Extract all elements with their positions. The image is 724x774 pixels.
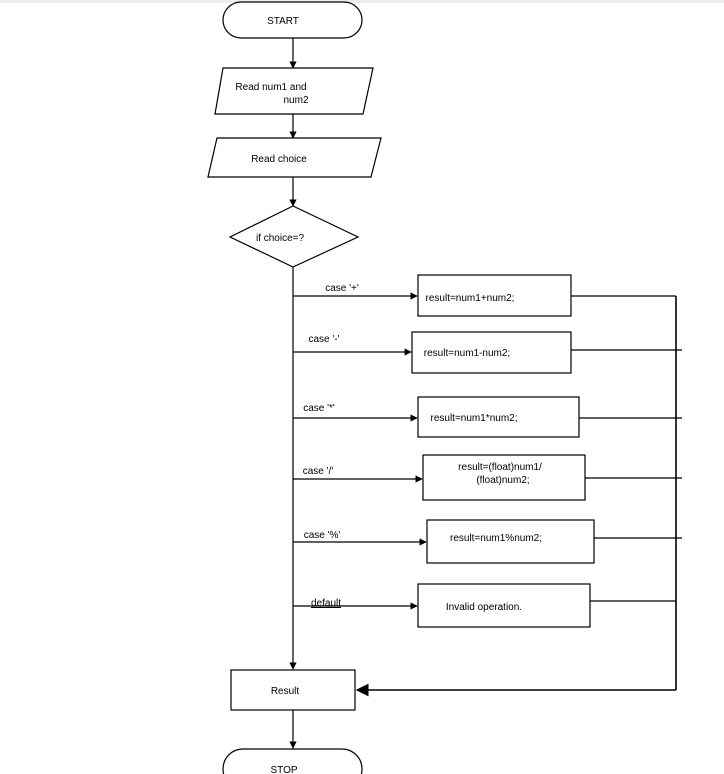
result-divide-line-1: result=(float)num1/	[458, 462, 542, 473]
result-modulo-label: result=num1%num2;	[450, 533, 542, 544]
case-modulo-label: case '%'	[304, 530, 341, 541]
case-minus-label: case '-'	[308, 334, 339, 345]
result-divide-line-2: (float)num2;	[476, 475, 529, 486]
result-multiply-label: result=num1*num2;	[431, 413, 518, 424]
decision-label: if choice=?	[256, 233, 305, 244]
result-box: Result	[230, 669, 356, 711]
invalid-operation-label: Invalid operation.	[446, 602, 522, 613]
case-multiply-label: case '*'	[303, 403, 335, 414]
start-label: START	[267, 16, 299, 27]
read-nums-line-1: Read num1 and	[235, 82, 306, 93]
start-terminator: START	[222, 1, 363, 39]
decision-diamond: if choice=?	[228, 205, 360, 268]
result-add-label: result=num1+num2;	[426, 293, 515, 304]
read-nums-line-2: num2	[283, 95, 308, 106]
read-choice-parallelogram: Read choice	[207, 137, 382, 178]
case-minus-branch: case '-' result=num1-num2;	[293, 331, 682, 374]
top-edge-strip	[0, 0, 724, 3]
read-choice-label: Read choice	[251, 154, 307, 165]
stop-terminator: STOP	[222, 748, 363, 774]
default-branch: default Invalid operation.	[293, 583, 676, 628]
case-plus-branch: case '+' result=num1+num2;	[293, 274, 676, 317]
case-divide-branch: case '/' result=(float)num1/ (float)num2…	[293, 454, 682, 501]
case-divide-label: case '/'	[303, 466, 334, 477]
result-subtract-label: result=num1-num2;	[424, 348, 510, 359]
read-nums-parallelogram: Read num1 and num2	[214, 67, 374, 115]
result-box-label: Result	[271, 686, 300, 697]
default-label: default	[311, 598, 341, 609]
case-plus-label: case '+'	[325, 283, 359, 294]
stop-label: STOP	[270, 765, 297, 774]
case-multiply-branch: case '*' result=num1*num2;	[293, 396, 682, 438]
case-modulo-branch: case '%' result=num1%num2;	[293, 519, 682, 564]
